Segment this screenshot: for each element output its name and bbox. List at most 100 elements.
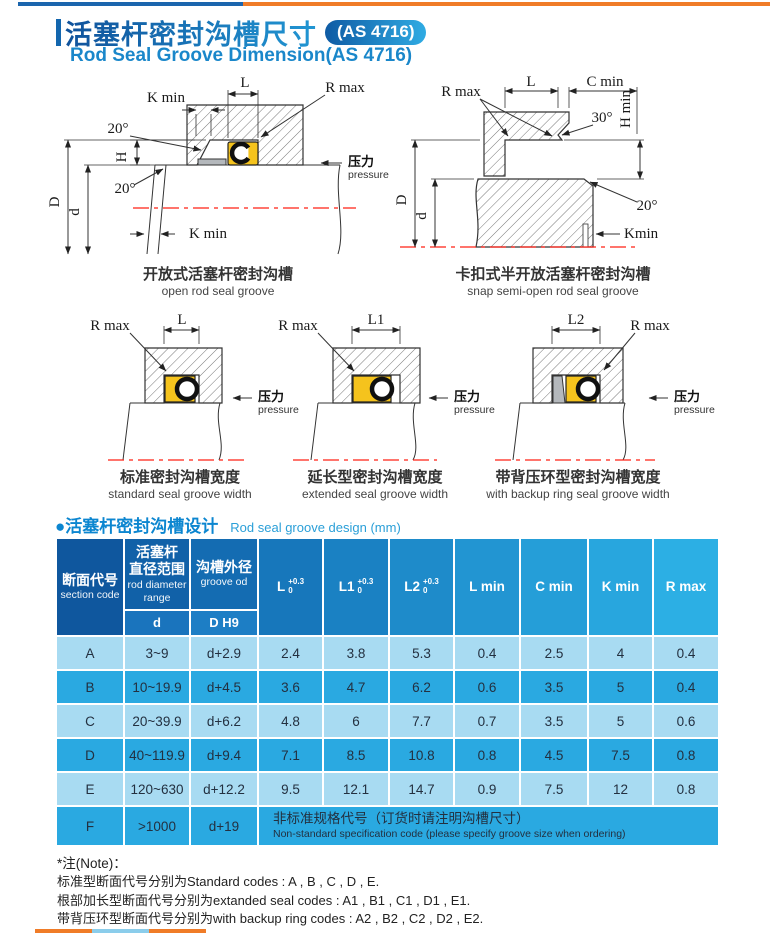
dim-L1: L1 [368, 312, 385, 328]
header-Kmin: K min [589, 539, 652, 635]
caption-en: open rod seal groove [162, 284, 275, 298]
dim-Hmin: H min [618, 90, 634, 128]
groove-step [197, 158, 227, 166]
dim-d: d [67, 208, 83, 216]
o-ring [174, 376, 200, 402]
dim-D: D [47, 196, 63, 207]
table-row-E: E 120~630 d+12.2 9.5 12.1 14.7 0.9 7.5 1… [57, 773, 718, 805]
cell: 8.5 [324, 739, 388, 771]
cell: F [57, 807, 123, 845]
dim-L2: L2 [568, 312, 585, 328]
rod-body [311, 403, 416, 460]
cell: 6.2 [390, 671, 453, 703]
cell: 5 [589, 671, 652, 703]
note-line: 带背压环型断面代号分别为with backup ring codes : A2 … [57, 911, 484, 927]
cell: 3.5 [521, 671, 587, 703]
page-subtitle: Rod Seal Groove Dimension(AS 4716) [70, 45, 413, 66]
cell: D [57, 739, 123, 771]
dim-Cmin: C min [586, 74, 624, 90]
cell: 3.6 [259, 671, 322, 703]
dim-Kmin-top: K min [147, 90, 185, 106]
cell: 120~630 [125, 773, 189, 805]
cell: d+4.5 [191, 671, 257, 703]
table-row-B: B 10~19.9 d+4.5 3.6 4.7 6.2 0.6 3.5 5 0.… [57, 671, 718, 703]
cell: d+9.4 [191, 739, 257, 771]
cell: 14.7 [390, 773, 453, 805]
cell: d+6.2 [191, 705, 257, 737]
snap-notch [582, 223, 589, 248]
dim-Kmin-bottom: K min [189, 226, 227, 242]
diagram-snap-semi-open-groove: L C min H min 30° R max 20° Kmin [394, 74, 659, 298]
snap-rod [475, 178, 594, 248]
bottom-bar-orange-1 [35, 929, 92, 933]
dim-angle-bottom: 20° [115, 181, 136, 197]
cell: 0.9 [455, 773, 519, 805]
cell: 3.8 [324, 637, 388, 669]
diagram-extended-groove: L1 R max 压力 pressure 延长型密封沟槽宽度 extended … [278, 312, 495, 501]
cell: 40~119.9 [125, 739, 189, 771]
dim-angle-bottom: 20° [637, 198, 658, 214]
caption-en: extended seal groove width [302, 487, 448, 501]
note-line: 标准型断面代号分别为Standard codes : A , B , C , D… [57, 874, 380, 890]
cell: 7.1 [259, 739, 322, 771]
housing-block [332, 347, 421, 404]
cell: 3~9 [125, 637, 189, 669]
cell: d+12.2 [191, 773, 257, 805]
cell: 2.5 [521, 637, 587, 669]
table-row-C: C 20~39.9 d+6.2 4.8 6 7.7 0.7 3.5 5 0.6 [57, 705, 718, 737]
cell: 0.4 [455, 637, 519, 669]
dim-Kmin: Kmin [624, 226, 659, 242]
housing-block [186, 104, 304, 166]
cell: A [57, 637, 123, 669]
header-Rmax: R max [654, 539, 718, 635]
cell: 7.5 [521, 773, 587, 805]
pressure-label-zh: 压力 [258, 389, 284, 404]
cell: 0.4 [654, 637, 718, 669]
cell: 0.6 [455, 671, 519, 703]
table-row-A: A 3~9 d+2.9 2.4 3.8 5.3 0.4 2.5 4 0.4 [57, 637, 718, 669]
footnotes: *注(Note)： 标准型断面代号分别为Standard codes : A ,… [57, 854, 483, 929]
non-standard-note-cell: 非标准规格代号（订货时请注明沟槽尺寸） Non-standard specifi… [259, 807, 718, 845]
cell: 12.1 [324, 773, 388, 805]
dim-Rmax: R max [278, 318, 318, 334]
section-title-en: Rod seal groove design (mm) [230, 520, 401, 535]
housing-block [144, 347, 223, 404]
cell: C [57, 705, 123, 737]
title-accent-mark [56, 19, 61, 46]
cell: 10~19.9 [125, 671, 189, 703]
dim-L: L [240, 75, 249, 91]
cell: 0.4 [654, 671, 718, 703]
header-sub-d: d [125, 611, 189, 635]
top-bar-orange [243, 2, 770, 6]
dim-H: H [114, 151, 130, 162]
header-sub-DH9: D H9 [191, 611, 257, 635]
o-ring [229, 141, 251, 165]
o-ring [575, 376, 601, 402]
dim-Rmax: R max [90, 318, 130, 334]
header-Cmin: C min [521, 539, 587, 635]
cell: 4.5 [521, 739, 587, 771]
dim-d: d [414, 212, 430, 220]
cell: 9.5 [259, 773, 322, 805]
bottom-bar-blue [92, 929, 149, 933]
cell: 4 [589, 637, 652, 669]
page-title: 活塞杆密封沟槽尺寸 [65, 13, 317, 52]
header-row-main: 断面代号 section code 活塞杆 直径范围 rod diameter … [57, 539, 718, 635]
caption-en: standard seal groove width [108, 487, 251, 501]
rod-body [123, 403, 222, 460]
cell: 3.5 [521, 705, 587, 737]
cell: E [57, 773, 123, 805]
caption-zh: 标准密封沟槽宽度 [119, 468, 241, 486]
diagram-standard-groove: L R max 压力 pressure 标准密封沟槽宽度 standard se… [90, 312, 299, 501]
caption-zh: 卡扣式半开放活塞杆密封沟槽 [455, 265, 650, 283]
dim-D: D [394, 194, 410, 205]
middle-diagrams: L R max 压力 pressure 标准密封沟槽宽度 standard se… [90, 312, 715, 501]
o-ring [369, 376, 395, 402]
cell: 2.4 [259, 637, 322, 669]
caption-zh: 延长型密封沟槽宽度 [306, 468, 443, 486]
cell: 0.8 [654, 773, 718, 805]
cell: 20~39.9 [125, 705, 189, 737]
